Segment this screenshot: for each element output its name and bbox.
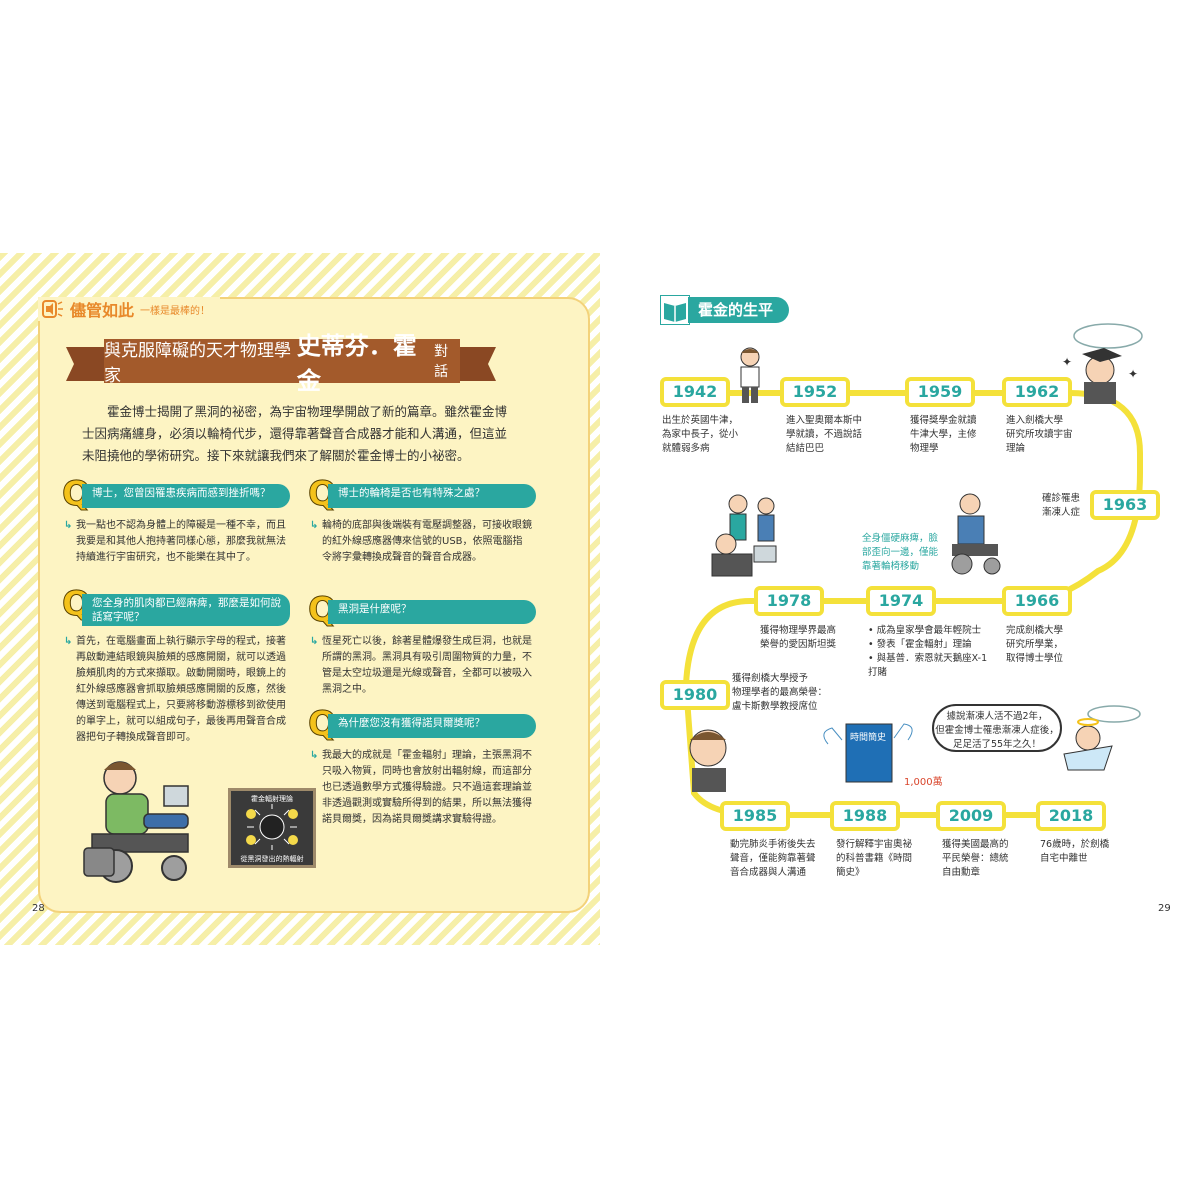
intro-paragraph: 霍金博士揭開了黑洞的祕密，為宇宙物理學開啟了新的篇章。雖然霍金博士因病痛纏身，必… <box>82 404 508 463</box>
year-1962: 1962 <box>1002 377 1072 407</box>
year-1966: 1966 <box>1002 586 1072 616</box>
answer-arrow-icon: ↳ <box>64 520 73 531</box>
qa-item: Q 黑洞是什麼呢？ ↳ 恆星死亡以後，餘著星體爆發生成巨洞，也就是所謂的黑洞。黑… <box>308 592 536 698</box>
answer: 我最大的成就是「霍金輻射」理論，主張黑洞不只吸入物質，同時也會放射出輻射線，而這… <box>322 750 532 825</box>
answer-arrow-icon: ↳ <box>64 636 73 647</box>
speaker-icon <box>42 300 63 318</box>
year-1963: 1963 <box>1090 490 1160 520</box>
answer: 輪椅的底部與後端裝有電壓調整器，可接收眼鏡的紅外線感應器傳來信號的USB，依照電… <box>322 520 532 563</box>
event-2018: 76歲時，於劍橋自宅中離世 <box>1040 839 1110 864</box>
answer-arrow-icon: ↳ <box>310 750 319 761</box>
qa-item: Q 博士，您曾因罹患疾病而感到挫折嗎？ ↳ 我一點也不認為身體上的障礙是一種不幸… <box>62 476 290 566</box>
timeline-section-title: 霍金的生平 <box>660 292 790 328</box>
wheelchair-illustration <box>83 761 189 883</box>
answer-arrow-icon: ↳ <box>310 636 319 647</box>
qa-item: Q 博士的輪椅是否也有特殊之處？ ↳ 輪椅的底部與後端裝有電壓調整器，可接收眼鏡… <box>308 476 536 566</box>
event-1959: 獲得獎學金就讀牛津大學，主修物理學 <box>910 415 977 454</box>
question: 博士的輪椅是否也有特殊之處？ <box>328 484 536 508</box>
banner-pre: 與克服障礙的天才物理學家 <box>104 341 291 386</box>
event-1988: 發行解釋宇宙奧祕的科普書籍《時間簡史》 <box>836 839 913 878</box>
child-hawking-illustration <box>740 347 760 403</box>
year-1959: 1959 <box>905 377 975 407</box>
question: 博士，您曾因罹患疾病而感到挫折嗎？ <box>82 484 290 508</box>
note-1974: 全身僵硬麻痺，臉部歪向一邊，僅能靠著輪椅移動 <box>862 533 939 572</box>
event-2009: 獲得美國最高的平民榮譽：總統自由勳章 <box>942 839 1009 878</box>
section-tab-sub: 一樣是最棒的！ <box>140 305 211 317</box>
page-number-left: 28 <box>32 903 45 914</box>
section-tab: 儘管如此 一樣是最棒的！ <box>38 297 221 321</box>
event-1952: 進入聖奧爾本斯中學就讀，不過說話結結巴巴 <box>786 415 863 454</box>
event-1974: • 成為皇家學會最年輕院士• 發表「霍金輻射」理論• 與基普．索恩就天鵝座X-1… <box>868 625 988 678</box>
year-1988: 1988 <box>830 801 900 831</box>
title-banner: 與克服障礙的天才物理學家 史蒂芬．霍金 對話 <box>66 332 496 395</box>
event-1980: 獲得劍橋大學授予物理學者的最高榮譽：盧卡斯數學教授席位 <box>732 673 828 712</box>
qa-item: Q 您全身的肌肉都已經麻痺，那麼是如何說話寫字呢？ ↳ 首先，在電腦畫面上執行顯… <box>62 586 290 746</box>
event-1966: 完成劍橋大學研究所學業，取得博士學位 <box>1006 625 1064 664</box>
hawking-1978-illustration <box>711 494 777 577</box>
black-hole-icon <box>246 804 298 850</box>
event-1963: 確診罹患漸凍人症 <box>1042 493 1081 518</box>
event-1962: 進入劍橋大學研究所攻讀宇宙理論 <box>1006 415 1073 454</box>
answer-arrow-icon: ↳ <box>310 520 319 531</box>
event-1985: 動完肺炎手術後失去聲音，僅能夠靠著聲音合成器與人溝通 <box>730 839 816 878</box>
answer: 我一點也不認為身體上的障礙是一種不幸，而且我要是和其他人抱持著同樣心態，那麼我就… <box>76 520 286 563</box>
svg-text:✦: ✦ <box>1128 367 1138 381</box>
question: 您全身的肌肉都已經麻痺，那麼是如何說話寫字呢？ <box>82 594 290 626</box>
year-1980: 1980 <box>660 680 730 710</box>
hawking-wheelchair-illustration <box>951 493 1001 575</box>
year-2018: 2018 <box>1036 801 1106 831</box>
year-1952: 1952 <box>780 377 850 407</box>
board-title: 霍金輻射理論 <box>251 795 293 803</box>
year-2009: 2009 <box>936 801 1006 831</box>
section-tab-title: 儘管如此 <box>70 301 135 320</box>
event-1942: 出生於英國牛津，為家中長子，從小就體弱多病 <box>662 415 739 454</box>
year-1985: 1985 <box>720 801 790 831</box>
question: 黑洞是什麼呢？ <box>328 600 536 624</box>
board-caption: 從黑洞發出的熱輻射 <box>240 855 304 863</box>
speech-bubble: 據說漸凍人活不過2年，但霍金博士罹患漸凍人症後，足足活了55年之久！ <box>932 704 1062 752</box>
angel-hawking-illustration <box>1063 705 1141 771</box>
hawking-1985-illustration <box>689 729 727 792</box>
banner-post: 對話 <box>434 344 449 380</box>
book-sales: 1,000萬 <box>904 777 943 788</box>
answer: 恆星死亡以後，餘著星體爆發生成巨洞，也就是所謂的黑洞。黑洞具有吸引周圍物質的力量… <box>322 636 532 695</box>
year-1942: 1942 <box>660 377 730 407</box>
blackboard: 霍金輻射理論 從黑洞發出的熱輻射 <box>228 788 316 868</box>
graduate-hawking-illustration: ✦✦ <box>1062 323 1143 404</box>
book-title: 時間簡史 <box>850 733 887 743</box>
qa-item: Q 為什麼您沒有獲得諾貝爾獎呢？ ↳ 我最大的成就是「霍金輻射」理論，主張黑洞不… <box>308 706 536 828</box>
event-1978: 獲得物理學界最高榮譽的愛因斯坦獎 <box>760 625 837 650</box>
banner-name: 史蒂芬．霍金 <box>296 332 417 395</box>
svg-text:✦: ✦ <box>1062 355 1072 369</box>
answer: 首先，在電腦畫面上執行顯示字母的程式，接著再啟動連結眼鏡與臉頰的感應開關，就可以… <box>76 636 286 743</box>
year-1978: 1978 <box>754 586 824 616</box>
question: 為什麼您沒有獲得諾貝爾獎呢？ <box>328 714 536 738</box>
page-number-right: 29 <box>1158 903 1171 914</box>
section-title-text: 霍金的生平 <box>688 297 790 323</box>
book-brief-history-illustration <box>823 723 913 783</box>
book-icon <box>660 295 690 325</box>
year-1974: 1974 <box>866 586 936 616</box>
